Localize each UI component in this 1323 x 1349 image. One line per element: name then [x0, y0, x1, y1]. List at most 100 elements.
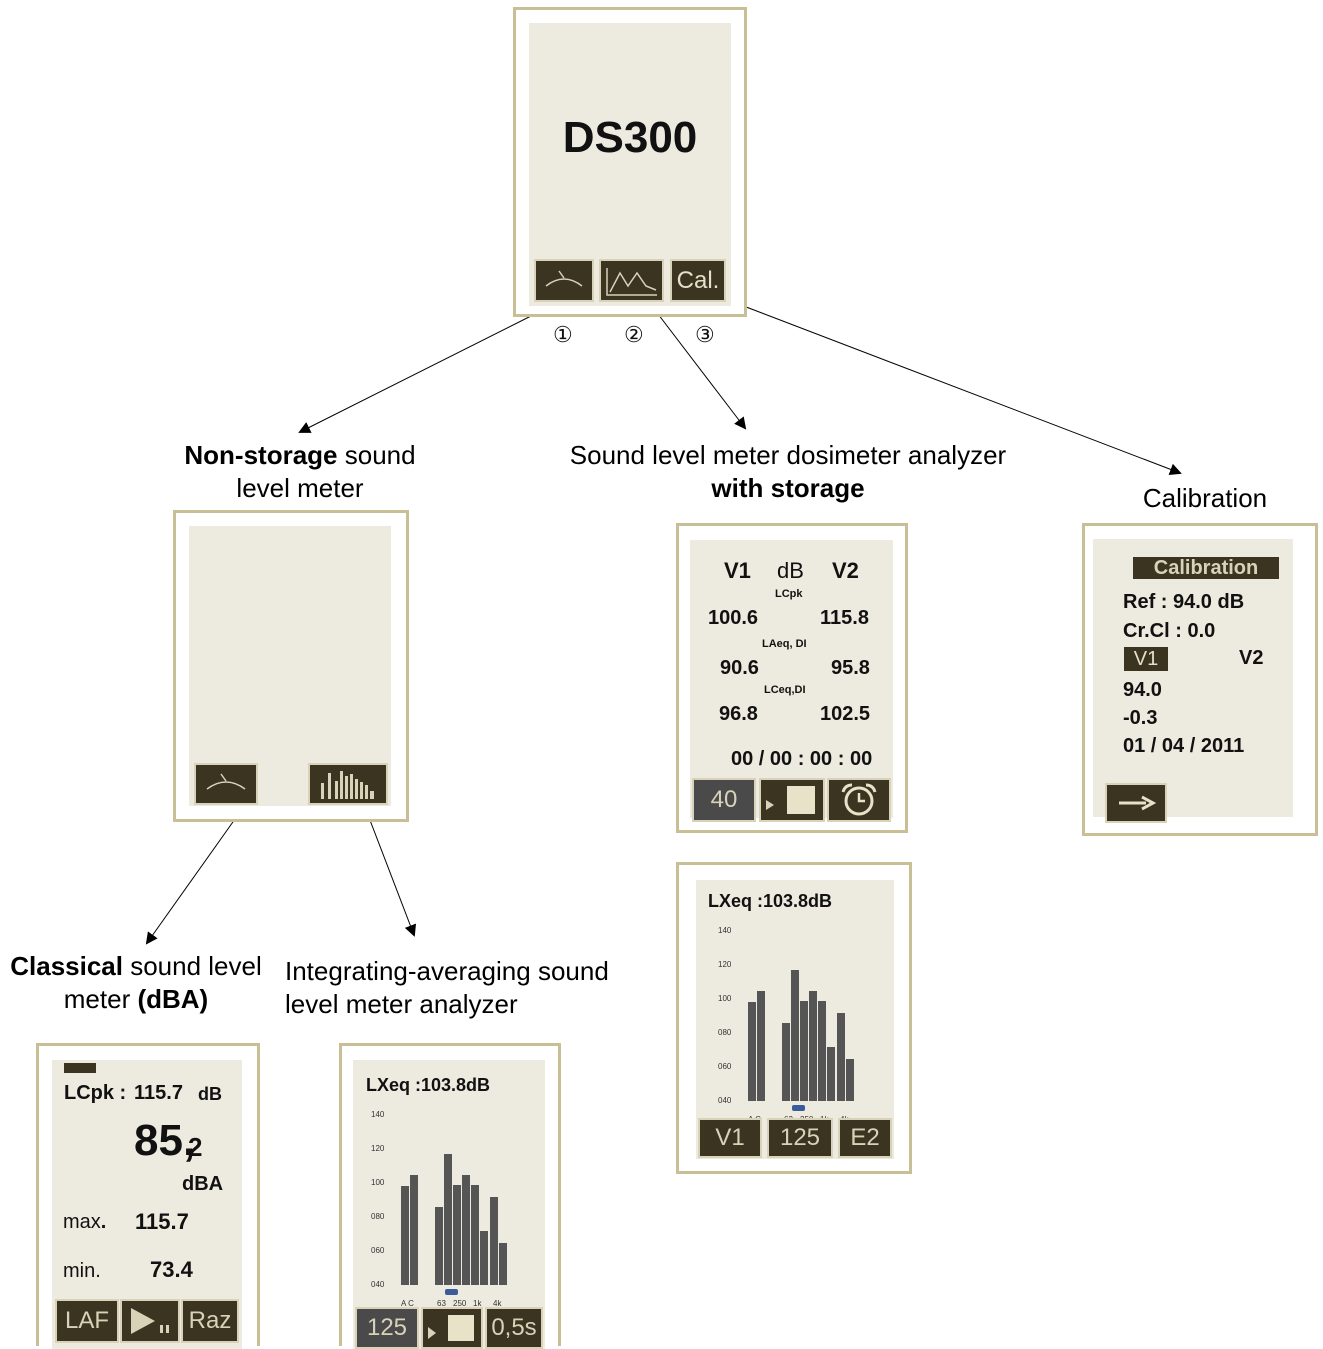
marker-2: ②	[624, 322, 644, 347]
classical-screen: LCpk : 115.7 dB 85, 2 dBA max. 115.7 min…	[52, 1060, 242, 1349]
raz-button[interactable]: Raz	[181, 1299, 239, 1343]
integrating-label-line2: level meter analyzer	[285, 989, 518, 1019]
integrating-bar	[462, 1174, 470, 1285]
integrating-bar	[471, 1184, 479, 1285]
storage-screen: V1 dB V2 LCpk 100.6 115.8 LAeq, DI 90.6 …	[690, 540, 893, 822]
storage-spectrum-y-tick: 080	[718, 1028, 732, 1037]
storage-spectrum-y-tick: 060	[718, 1062, 732, 1071]
storage-spectrum-y-tick: 100	[718, 994, 732, 1003]
arrow-right-icon	[1119, 795, 1156, 811]
integrating-x-tick: A C	[401, 1299, 414, 1308]
calibration-v2: V2	[1239, 647, 1264, 669]
storage-spectrum-bar	[827, 1046, 835, 1101]
max-label-dot: .	[100, 1211, 107, 1233]
integrating-y-tick: 140	[371, 1110, 385, 1119]
channel-v1-button[interactable]: V1	[698, 1118, 762, 1158]
arrow-to-classical	[145, 811, 241, 945]
storage-mode-button[interactable]	[599, 259, 664, 302]
storage-label: Sound level meter dosimeter analyzer wit…	[545, 439, 1031, 505]
integrating-y-tick: 100	[371, 1178, 385, 1187]
row-laeq-v1: 90.6	[720, 657, 759, 679]
integrating-bar	[444, 1154, 452, 1285]
storage-record-button[interactable]	[759, 778, 825, 822]
time-history-icon	[605, 267, 657, 296]
storage-spectrum-bar	[837, 1012, 845, 1101]
interval-button[interactable]: 0,5s	[485, 1307, 543, 1349]
storage-spectrum-bar	[757, 990, 765, 1101]
storage-spectrum-band-cursor[interactable]	[792, 1105, 805, 1111]
nonstorage-label: Non-storage sound level meter	[150, 439, 450, 505]
max-value: 115.7	[135, 1209, 189, 1234]
integrating-band-cursor[interactable]	[445, 1289, 458, 1295]
needle-gauge-icon	[545, 270, 583, 287]
row-lceq-v2: 102.5	[820, 703, 871, 725]
integrating-bar	[453, 1184, 461, 1285]
storage-spectrum-y-tick: 040	[718, 1096, 732, 1105]
integrating-x-tick: 4k	[493, 1299, 502, 1308]
spectrum-bars-icon	[321, 771, 374, 799]
integrating-y-tick: 120	[371, 1144, 385, 1153]
timer-button[interactable]	[827, 778, 891, 822]
storage-spectrum-bar	[748, 1002, 756, 1101]
ds300-title: DS300	[562, 113, 698, 162]
min-label: min.	[63, 1260, 101, 1282]
play-pause-button[interactable]	[120, 1299, 180, 1343]
lcpk-label: LCpk :	[64, 1082, 127, 1104]
integrating-label: Integrating-averaging sound level meter …	[285, 955, 625, 1021]
classical-mode-button[interactable]	[194, 763, 258, 805]
storage-spectrum-bar	[818, 1000, 826, 1101]
band-125-button[interactable]: 125	[355, 1307, 419, 1349]
integrating-bar	[490, 1196, 498, 1285]
integrating-x-tick: 63	[437, 1299, 446, 1308]
next-button[interactable]	[1105, 783, 1167, 823]
laf-button[interactable]: LAF	[55, 1299, 119, 1343]
integrating-bar	[480, 1230, 488, 1285]
integrating-bar	[499, 1242, 507, 1285]
main-level-dec: 2	[188, 1132, 203, 1162]
max-label-text: max	[63, 1211, 101, 1233]
meter-mode-button[interactable]	[534, 259, 594, 302]
storage-spectrum-bar	[846, 1058, 854, 1101]
nonstorage-device	[173, 510, 409, 822]
storage-db: dB	[777, 558, 804, 583]
record-stop-button[interactable]	[421, 1307, 483, 1349]
play-pause-icon	[131, 1308, 169, 1334]
storage-device: V1 dB V2 LCpk 100.6 115.8 LAeq, DI 90.6 …	[676, 523, 908, 833]
storage-spectrum-bar	[809, 990, 817, 1101]
integrating-y-tick: 060	[371, 1246, 385, 1255]
arrow-to-nonstorage	[298, 314, 534, 433]
nonstorage-label-line2: level meter	[236, 473, 364, 503]
calibration-label: Calibration	[1142, 483, 1268, 513]
calibration-ref: Ref : 94.0 dB	[1123, 591, 1245, 613]
main-level-unit: dBA	[182, 1173, 224, 1195]
calibration-offset: -0.3	[1123, 707, 1158, 729]
integrating-y-tick: 080	[371, 1212, 385, 1221]
storage-spectrum-y-tick: 140	[718, 926, 732, 935]
max-label: max.	[63, 1211, 106, 1234]
storage-v1: V1	[724, 558, 751, 583]
row-lcpk-v2: 115.8	[820, 607, 869, 629]
classical-label-line2b: (dBA)	[137, 984, 209, 1014]
lcpk-unit: dB	[198, 1084, 222, 1104]
integrating-y-tick: 040	[371, 1280, 385, 1289]
row-label-laeq: LAeq, DI	[762, 638, 807, 650]
event-e2-button[interactable]: E2	[838, 1118, 892, 1158]
integrating-x-tick: 1k	[473, 1299, 482, 1308]
calibration-screen: Calibration Ref : 94.0 dB Cr.Cl : 0.0 V1…	[1093, 539, 1293, 823]
band-125-button[interactable]: 125	[767, 1118, 833, 1158]
storage-label-bold: with storage	[711, 473, 865, 503]
calibration-button[interactable]: Cal.	[670, 259, 726, 302]
nonstorage-label-bold: Non-storage	[184, 440, 338, 470]
integrating-chart: 140 120 100 080 060 040 A C 63 250 1k 4k	[353, 1100, 545, 1308]
calibration-v1[interactable]: V1	[1124, 647, 1168, 671]
storage-spectrum-bar	[782, 1022, 790, 1101]
threshold-40-button[interactable]: 40	[692, 778, 756, 822]
spectrum-mode-button[interactable]	[308, 763, 388, 805]
integrating-x-tick: 250	[453, 1299, 467, 1308]
